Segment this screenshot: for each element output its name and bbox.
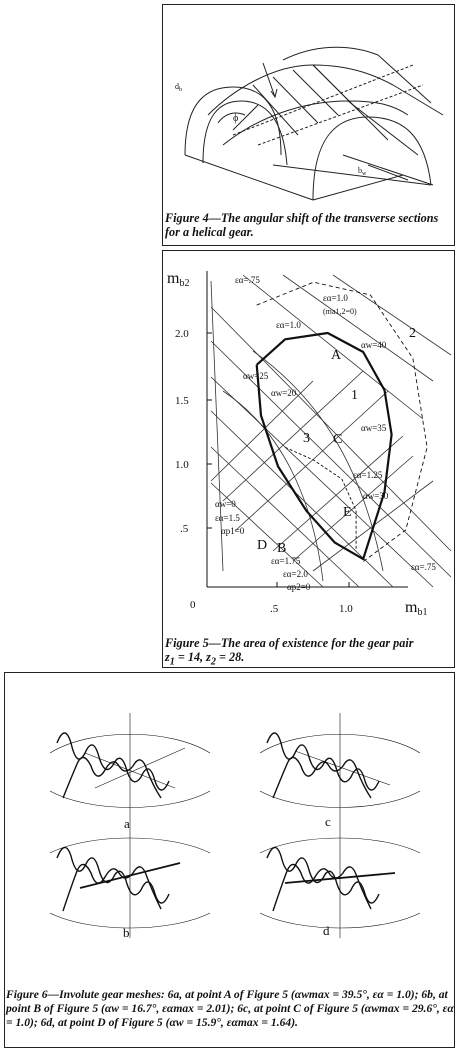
figure-4-caption: Figure 4—The angular shift of the transv… [165, 211, 439, 239]
annot-aw20: αw=20 [271, 388, 297, 398]
figure-6-drawing: a c b d [49, 713, 421, 940]
fig6-label-c: c [325, 814, 331, 829]
mesh-panel-a [49, 713, 211, 823]
annot-ap20: αp2=0 [287, 582, 311, 592]
figure-5-caption: Figure 5—The area of existence for the g… [165, 636, 414, 668]
x-tick-label-0: 0 [190, 599, 196, 611]
x-axis-title: mb1 [405, 599, 427, 618]
mesh-panel-d [259, 823, 421, 938]
annot-ea15: εα=1.5 [215, 513, 240, 523]
y-axis-title: mb2 [167, 270, 189, 289]
y-tick-label-1.5: 1.5 [175, 395, 189, 407]
fig6-label-b: b [123, 925, 130, 940]
series-curve-3 [284, 446, 357, 549]
annot-one: 1 [351, 388, 358, 403]
series-curve-1 [255, 331, 393, 561]
figure-5-frame: 2.0 1.5 1.0 .5 0 .5 1.0 mb2 mb1 [162, 250, 455, 668]
annot-aw0: αw=0 [215, 499, 236, 509]
fig4-label-phi: ϕ [233, 113, 238, 124]
annot-E: E [343, 505, 352, 520]
annot-ea75-top: εα=.75 [235, 275, 260, 285]
figure-6-caption: Figure 6—Involute gear meshes: 6a, at po… [6, 988, 454, 1029]
figure-4-drawing: db ϕ bw [175, 46, 444, 201]
annot-aw30: αw=30 [363, 491, 389, 501]
y-tick-label-2.0: 2.0 [175, 328, 189, 340]
figure-6-frame: a c b d [4, 672, 455, 1048]
x-tick-label-0.5: .5 [270, 603, 279, 615]
fig6-label-a: a [124, 816, 130, 831]
fig4-label-db: db [175, 82, 182, 93]
figure-4-frame: db ϕ bw Figure 4—The angular shift of th… [162, 4, 455, 246]
fig6-label-d: d [323, 923, 330, 938]
annot-two: 2 [409, 326, 416, 341]
mesh-panel-c [259, 713, 421, 823]
annot-ap10: αp1=0 [221, 526, 245, 536]
annot-aw40: αw=40 [361, 340, 387, 350]
annot-A: A [331, 348, 342, 363]
annot-ea20: εα=2.0 [283, 569, 308, 579]
annot-ea10-ma: εα=1.0 [323, 293, 348, 303]
y-tick-label-0.5: .5 [180, 523, 189, 535]
annot-ea125: εα=1.25 [353, 470, 383, 480]
annot-three: 3 [303, 431, 310, 446]
annot-aw35: αw=35 [361, 423, 387, 433]
fig4-label-bw: bw [358, 166, 367, 177]
figure-5-chart: 2.0 1.5 1.0 .5 0 .5 1.0 mb2 mb1 [167, 270, 452, 618]
annot-aw25: αw=25 [243, 371, 269, 381]
annot-ea10: εα=1.0 [276, 320, 301, 330]
y-tick-label-1.0: 1.0 [175, 459, 189, 471]
annot-ea75-right: εα=.75 [411, 562, 436, 572]
series-curve-2 [256, 281, 428, 562]
annot-ea175: εα=1.75 [271, 556, 301, 566]
annot-ma12: (ma1,2=0) [323, 307, 357, 316]
mesh-panel-b [49, 823, 211, 938]
x-tick-label-1.0: 1.0 [339, 603, 353, 615]
annot-C: C [333, 432, 342, 447]
annot-B: B [277, 541, 286, 556]
annot-D: D [257, 538, 267, 553]
